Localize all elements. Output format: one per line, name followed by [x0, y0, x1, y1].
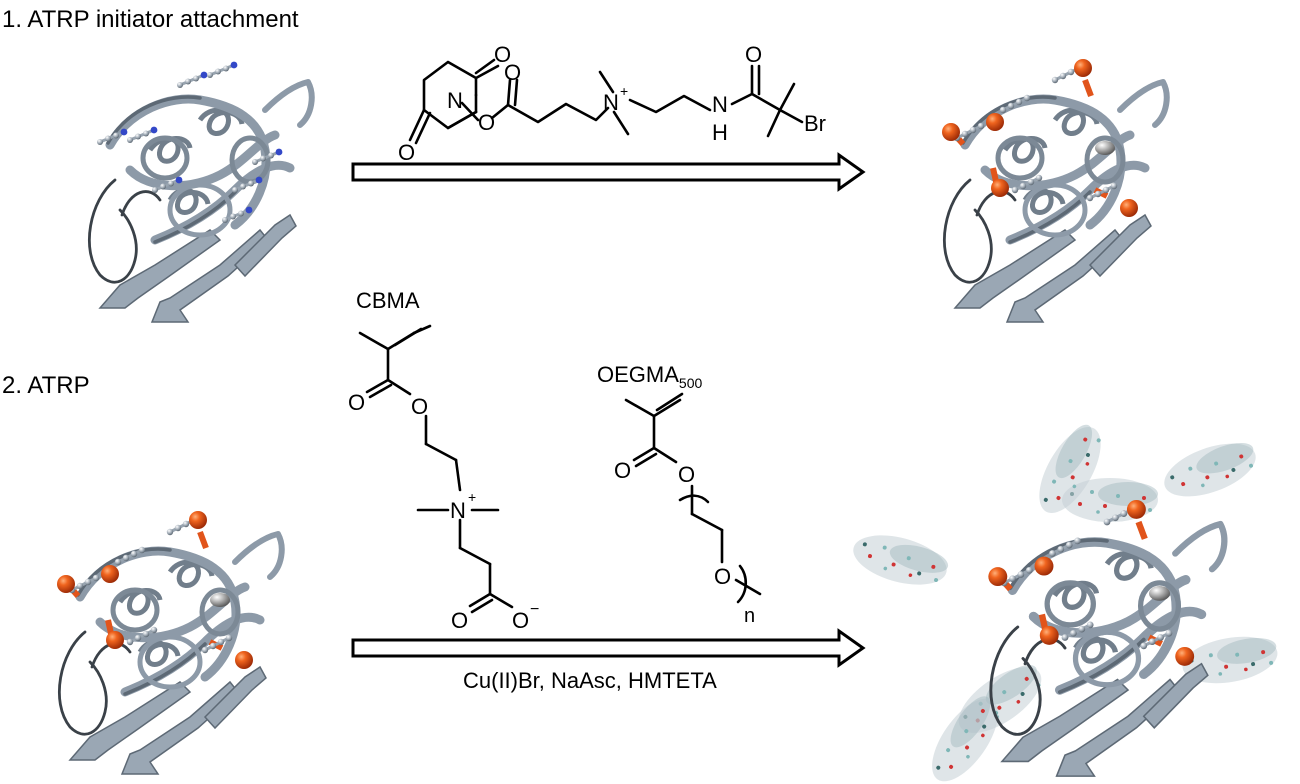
step2-label: 2. ATRP [2, 372, 90, 399]
oegma-structure: OEGMA500 O O O n [597, 362, 762, 627]
initiator-n-plus: N [603, 90, 619, 115]
cbma-name: CBMA [356, 288, 420, 313]
oegma-o-chain: O [714, 564, 731, 589]
step1-label: 1. ATRP initiator attachment [2, 6, 299, 33]
polymer-grafted-protein-image [847, 417, 1282, 784]
initiator-br: Br [804, 111, 826, 136]
cbma-o-minus: O [512, 608, 529, 633]
initiator-o-bottom: O [398, 140, 415, 165]
native-protein-image [89, 62, 311, 322]
initiator-o-carbonyl: O [504, 60, 521, 85]
initiator-o-top: O [494, 42, 511, 67]
initiator-o-ester1: O [478, 110, 495, 135]
reaction-conditions: Cu(II)Br, NaAsc, HMTETA [463, 668, 717, 693]
cbma-o-ester: O [411, 394, 428, 419]
cbma-o-carboxyl: O [451, 608, 468, 633]
oegma-repeat-n: n [744, 605, 755, 627]
oegma-name: OEGMA500 [597, 362, 702, 391]
cbma-n-plus: N [450, 498, 466, 523]
initiator-o-amide: O [745, 42, 762, 67]
cbma-charge-plus: + [468, 489, 476, 505]
initiator-modified-protein-image [942, 59, 1167, 322]
cbma-structure: CBMA O O N + O O − [348, 288, 539, 633]
oegma-o-carbonyl: O [614, 458, 631, 483]
initiator-protein-row2-image [57, 511, 282, 774]
atrp-initiator-structure: O N O O O N + O N H Br [398, 42, 826, 165]
oegma-o-ester: O [678, 462, 695, 487]
cbma-charge-minus: − [530, 601, 539, 618]
cbma-o-carbonyl: O [348, 390, 365, 415]
initiator-n-ring: N [447, 88, 463, 113]
initiator-charge-plus: + [620, 83, 628, 99]
initiator-h-amide: H [712, 120, 728, 145]
reaction-arrow-2 [351, 629, 865, 667]
reaction-arrow-1 [351, 153, 865, 191]
initiator-n-amide: N [712, 92, 728, 117]
